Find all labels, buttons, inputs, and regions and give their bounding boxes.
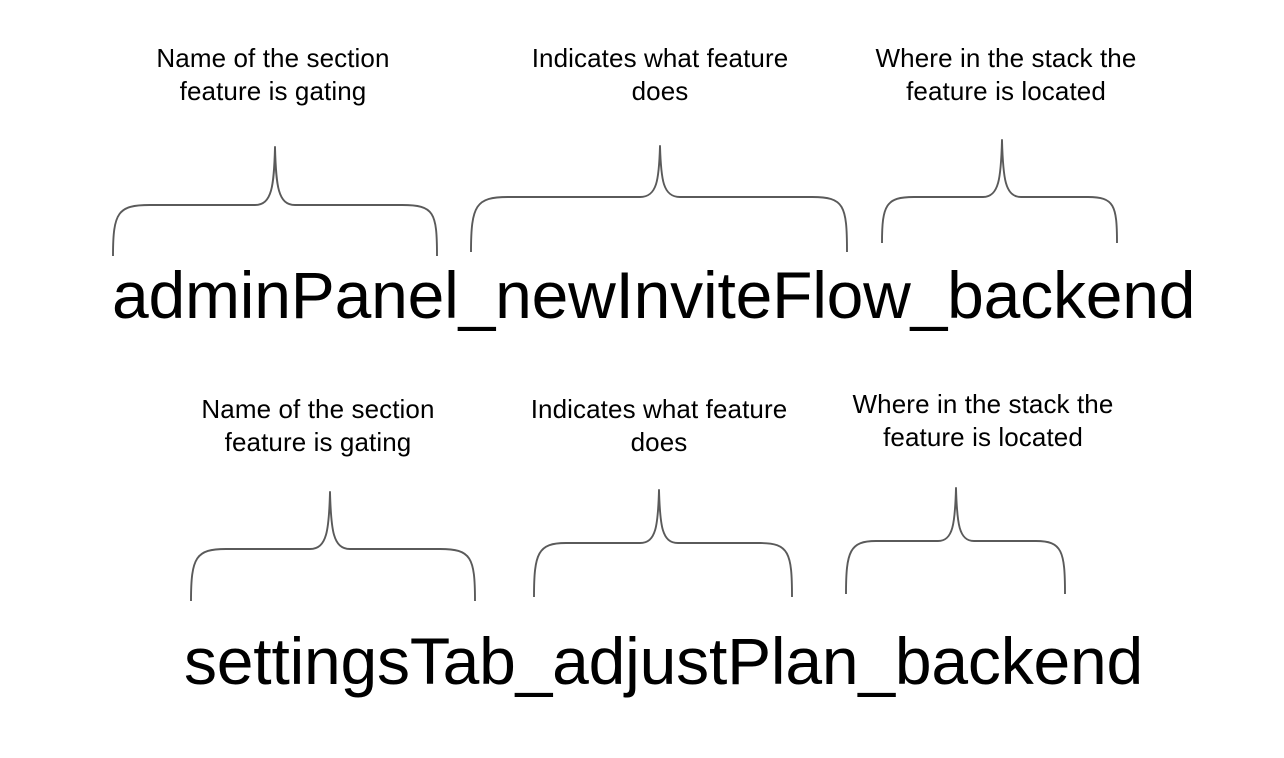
curly-brace-row1-segment2 (470, 145, 848, 253)
annotation-label-section-name-row2: Name of the section feature is gating (201, 394, 435, 457)
annotation-label-feature-action-row1: Indicates what feature does (531, 43, 789, 106)
annotation-label-stack-location-row2: Where in the stack the feature is locate… (852, 389, 1114, 452)
annotation-label-section-name-row1: Name of the section feature is gating (156, 43, 390, 106)
annotation-label-feature-action-row2: Indicates what feature does (530, 394, 788, 457)
curly-brace-row2-segment2 (533, 489, 793, 598)
curly-brace-row1-segment3 (881, 139, 1118, 244)
curly-brace-row2-segment3 (845, 487, 1066, 595)
feature-flag-name-row2: settingsTab_adjustPlan_backend (184, 624, 1144, 698)
feature-flag-name-row1: adminPanel_newInviteFlow_backend (112, 258, 1196, 332)
annotation-label-stack-location-row1: Where in the stack the feature is locate… (875, 43, 1137, 106)
curly-brace-row2-segment1 (190, 491, 476, 602)
curly-brace-row1-segment1 (112, 146, 438, 257)
